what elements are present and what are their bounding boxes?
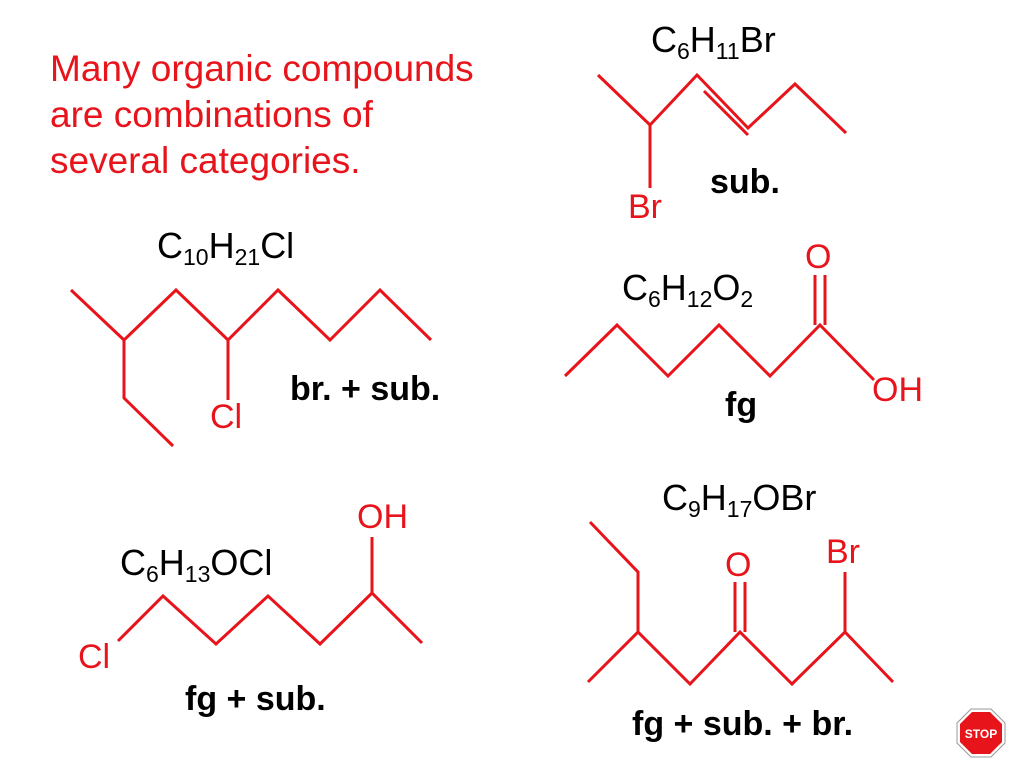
m3-formula-c-count: 6 bbox=[648, 286, 661, 312]
m2-formula-h-count: 21 bbox=[234, 244, 261, 270]
m5-category: fg + sub. bbox=[185, 680, 326, 718]
m5-atom-cl: Cl bbox=[78, 638, 111, 676]
m1-formula-c: C bbox=[651, 19, 677, 60]
m3-atom-o: O bbox=[805, 238, 832, 276]
m3-formula-h-count: 12 bbox=[686, 286, 713, 312]
m3-formula-o-count: 2 bbox=[740, 286, 754, 312]
m5-chain bbox=[116, 590, 424, 647]
m2-formula-h: H bbox=[208, 225, 235, 266]
structure-m1 bbox=[596, 72, 848, 188]
m2-atom-cl: Cl bbox=[210, 398, 243, 436]
m5-formula-h: H bbox=[158, 542, 185, 583]
m4-category: fg + sub. + br. bbox=[632, 705, 854, 743]
m1-formula-h: H bbox=[689, 19, 716, 60]
m1-atom-br: Br bbox=[628, 188, 662, 226]
m1-chain bbox=[596, 72, 848, 135]
stop-sign-label: STOP bbox=[965, 727, 997, 741]
m5-formula: C6H13OCl bbox=[120, 542, 273, 586]
m3-category: fg bbox=[725, 386, 758, 424]
structure-m3 bbox=[563, 275, 876, 382]
m1-category: sub. bbox=[710, 163, 780, 201]
m5-formula-rest: OCl bbox=[210, 542, 273, 583]
intro-line-1: Many organic compounds bbox=[50, 48, 474, 89]
m2-formula-c-count: 10 bbox=[183, 244, 209, 270]
m4-formula-rest: OBr bbox=[752, 477, 817, 518]
m1-formula-rest: Br bbox=[739, 19, 776, 60]
stop-sign-icon: STOP bbox=[956, 708, 1006, 758]
m4-formula-h: H bbox=[700, 477, 727, 518]
m2-ethyl-branch bbox=[122, 340, 175, 448]
m1-double-bond bbox=[702, 89, 750, 137]
m2-category: br. + sub. bbox=[290, 370, 441, 408]
m5-atom-oh: OH bbox=[357, 498, 408, 536]
structure-m5 bbox=[116, 537, 424, 647]
m4-ethyl-branch bbox=[588, 520, 640, 632]
intro-line-2: are combinations of bbox=[50, 94, 373, 135]
stop-sign-button[interactable]: STOP bbox=[956, 708, 1006, 758]
m3-chain bbox=[563, 322, 876, 382]
m3-atom-oh: OH bbox=[872, 371, 923, 409]
m3-formula: C6H12O2 bbox=[622, 267, 753, 311]
m2-formula-c: C bbox=[157, 225, 183, 266]
m5-formula-c: C bbox=[120, 542, 146, 583]
m5-formula-c-count: 6 bbox=[146, 561, 159, 587]
intro-line-3: several categories. bbox=[50, 140, 361, 181]
m1-formula-c-count: 6 bbox=[677, 38, 690, 64]
m3-formula-h: H bbox=[660, 267, 687, 308]
stop-sign-octagon bbox=[960, 712, 1002, 754]
m4-atom-o: O bbox=[725, 546, 752, 584]
m4-formula-h-count: 17 bbox=[726, 496, 753, 522]
m4-atom-br: Br bbox=[826, 533, 860, 571]
m1-formula-h-count: 11 bbox=[715, 38, 740, 64]
m4-formula: C9H17OBr bbox=[662, 477, 817, 521]
structure-m2 bbox=[69, 287, 433, 448]
m4-formula-c: C bbox=[662, 477, 688, 518]
m1-formula: C6H11Br bbox=[651, 19, 776, 63]
m2-formula: C10H21Cl bbox=[157, 225, 295, 269]
m4-formula-c-count: 9 bbox=[688, 496, 701, 522]
m4-chain bbox=[586, 629, 895, 687]
m3-formula-c: C bbox=[622, 267, 648, 308]
m3-formula-o: O bbox=[712, 267, 741, 308]
m2-chain bbox=[69, 287, 433, 343]
intro-text: Many organic compounds are combinations … bbox=[50, 46, 520, 184]
structure-m4 bbox=[586, 520, 895, 687]
m5-formula-h-count: 13 bbox=[184, 561, 211, 587]
m2-formula-rest: Cl bbox=[260, 225, 295, 266]
